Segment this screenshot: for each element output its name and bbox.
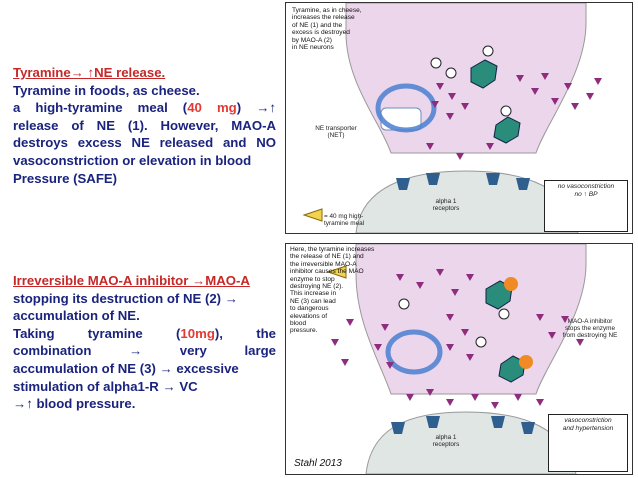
ne-molecules	[426, 73, 602, 160]
caption-line: destroying NE (2).	[290, 283, 344, 291]
caption-line: Here, the tyramine increases	[290, 246, 375, 253]
maoi-molecule	[519, 355, 533, 369]
cheese-icon	[302, 208, 323, 222]
presynaptic-neuron	[355, 244, 587, 395]
text-line: a high-tyramine meal (40 mg) →↑	[13, 99, 276, 117]
marker-circle	[475, 336, 487, 348]
meter-text: no vasoconstriction no ↑ BP	[545, 181, 627, 198]
credit: Stahl 2013	[294, 458, 342, 469]
label-line: vasoconstriction	[564, 417, 612, 424]
marker-circle	[500, 105, 512, 117]
mao-a-enzyme	[493, 116, 521, 144]
caption-line: Tyramine, as in cheese,	[292, 7, 362, 14]
bottom-caption: Here, the tyramine increases the release…	[290, 246, 382, 335]
caption-line: elevations of	[290, 312, 328, 320]
caption-line: the release of NE (1) and	[290, 253, 364, 261]
label-line: (NET)	[327, 132, 345, 140]
text-line: stimulation of alpha1-R → VC	[13, 378, 198, 394]
text-fragment: the	[256, 325, 276, 341]
label-line: tyramine meal	[324, 220, 365, 228]
tyramine-normal-panel: Tyramine, as in cheese, increases the re…	[285, 2, 633, 234]
net-label: NE transporter (NET)	[306, 125, 366, 139]
alpha1-receptors	[391, 416, 535, 434]
label-line: no vasoconstriction	[557, 183, 615, 190]
receptor-label: alpha 1 receptors	[416, 434, 476, 448]
receptor-label: alpha 1 receptors	[416, 198, 476, 212]
label-line: receptors	[432, 441, 460, 449]
text-line: Taking tyramine (10mg), the	[13, 325, 276, 343]
alpha1-receptors	[396, 173, 530, 190]
text-fragment: Taking	[13, 325, 55, 341]
marker-circle	[398, 298, 410, 310]
label-line: = 40 mg high-	[324, 213, 364, 220]
text-fragment: (10mg),	[176, 325, 223, 341]
caption-line: NE (3) can lead	[290, 297, 336, 305]
maoi-label: MAO-A inhibitor stops the enzyme from de…	[554, 318, 626, 340]
caption-line: This increase in	[290, 290, 337, 298]
maoi-heading: Irreversible MAO-A inhibitor →MAO-A	[13, 273, 250, 288]
caption-line: excess is destroyed	[292, 29, 350, 37]
top-caption: Tyramine, as in cheese, increases the re…	[292, 7, 412, 51]
caption-line: increases the release	[292, 14, 355, 22]
label-line: and hypertension	[562, 424, 614, 432]
text-line: vasoconstriction or elevation in blood	[13, 152, 252, 168]
caption-line: enzyme to stop	[290, 275, 335, 283]
label-line: alpha 1	[435, 198, 457, 205]
text-line: destroys excess NE released and NO	[13, 135, 276, 151]
caption-line: to dangerous	[290, 305, 329, 313]
ne-reuptake-arrow	[385, 329, 443, 375]
cheese-icon	[326, 265, 347, 279]
ne-molecules	[331, 269, 584, 409]
label-line: alpha 1	[435, 434, 457, 441]
marker-circle	[498, 308, 510, 320]
text-fragment: tyramine	[87, 325, 143, 341]
text-line: release of NE (1). However, MAO-A	[13, 117, 276, 133]
marker-circle	[482, 45, 494, 57]
tyramine-explanation: Tyramine→ ↑NE release. Tyramine in foods…	[13, 64, 276, 187]
meter-text: vasoconstriction and hypertension	[549, 415, 627, 432]
text-line: accumulation of NE (3) → excessive	[13, 360, 239, 376]
synapse-diagram-bottom	[326, 244, 598, 474]
maoi-molecule	[504, 277, 518, 291]
bp-meter-box: vasoconstriction and hypertension	[548, 414, 628, 472]
meal-label: = 40 mg high- tyramine meal	[324, 213, 379, 227]
caption-line: inhibitor causes the MAO	[290, 268, 364, 276]
text-line: accumulation of NE.	[13, 308, 140, 324]
caption-line: of NE (1) and the	[292, 21, 343, 29]
bp-meter-box: no vasoconstriction no ↑ BP	[544, 180, 628, 232]
marker-circle	[430, 57, 442, 69]
caption-line: in NE neurons	[292, 44, 334, 52]
dose-value: 40 mg	[187, 100, 237, 116]
text-line: stopping its destruction of NE (2) →	[13, 290, 238, 306]
caption-line: by MAO-A (2)	[292, 36, 332, 44]
label-line: MAO-A inhibitor	[567, 318, 613, 325]
mao-a-enzyme	[470, 59, 498, 89]
maoi-explanation: Irreversible MAO-A inhibitor →MAO-A stop…	[13, 272, 276, 413]
ne-reuptake-arrow	[375, 83, 437, 133]
label-line: no ↑ BP	[574, 190, 598, 198]
tyramine-heading: Tyramine→ ↑NE release.	[13, 65, 166, 80]
text-line: Tyramine in foods, as cheese.	[13, 82, 200, 98]
text-fragment: a high-tyramine meal (	[13, 100, 188, 116]
text-fragment: ) →↑	[236, 100, 276, 116]
caption-line: blood	[290, 320, 307, 328]
maoi-panel: Here, the tyramine increases the release…	[285, 243, 633, 475]
label-line: stops the enzyme	[564, 325, 616, 333]
caption-line: the irreversible MAO-A	[290, 260, 357, 268]
label-line: receptors	[432, 205, 460, 213]
mao-a-enzyme	[498, 355, 526, 383]
text-line: →↑ blood pressure.	[13, 396, 136, 412]
caption-line: pressure.	[290, 327, 318, 335]
label-line: from destroying NE	[562, 332, 618, 340]
text-line: Pressure (SAFE)	[13, 170, 118, 186]
marker-circle	[445, 67, 457, 79]
label-line: NE transporter	[315, 125, 357, 132]
synapse-diagram-top	[302, 3, 602, 233]
